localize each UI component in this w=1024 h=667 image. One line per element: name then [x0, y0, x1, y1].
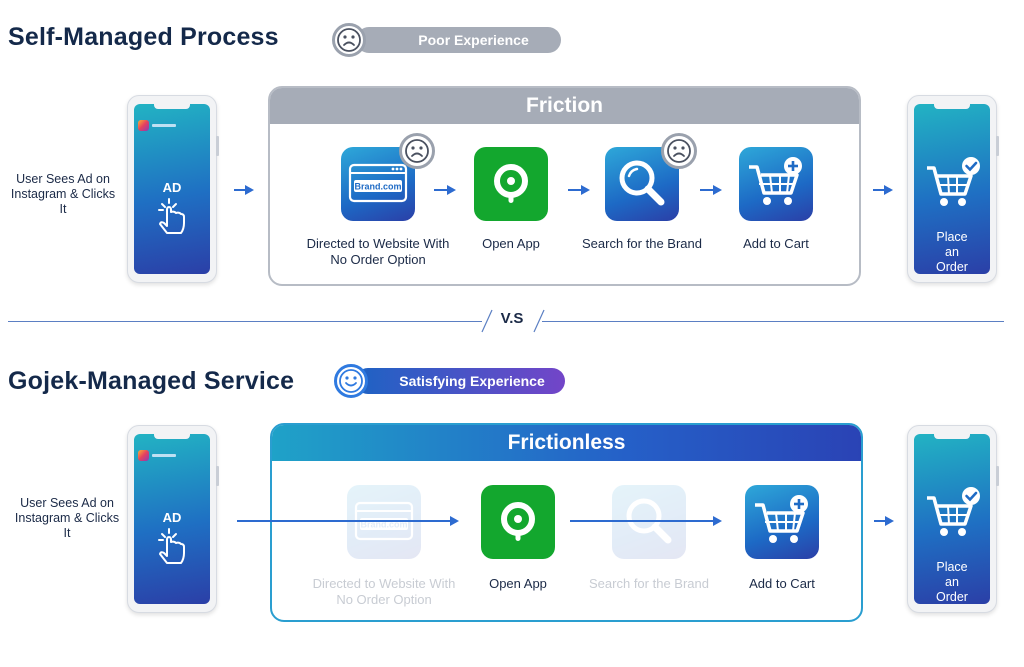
place-order-label: Place an Order	[936, 560, 968, 604]
arrow-1	[234, 185, 254, 195]
ad-label: AD	[162, 180, 182, 195]
satisfying-experience-label: Satisfying Experience	[399, 373, 545, 389]
brand-com-text: Brand.com	[354, 182, 401, 192]
friction-title: Friction	[270, 88, 859, 124]
step-search-label: Search for the Brand	[582, 236, 702, 251]
ad-phone: AD	[127, 425, 219, 613]
gojek-app-icon	[481, 485, 555, 559]
sad-badge-icon	[399, 133, 435, 169]
frictionless-title: Frictionless	[272, 425, 861, 461]
tap-hand-icon	[158, 198, 185, 234]
arrow-3	[568, 185, 590, 195]
user-sees-ad-label: User Sees Ad on Instagram & Clicks It	[10, 172, 116, 216]
arrow-2	[434, 185, 456, 195]
self-managed-title: Self-Managed Process	[8, 23, 279, 51]
step-open-app-label: Open App	[482, 236, 540, 251]
gojek-app-icon	[474, 147, 548, 221]
step-add-cart-label: Add to Cart	[749, 576, 815, 591]
vs-label: V.S	[500, 310, 524, 327]
step-website-label: Directed to Website With No Order Option	[312, 576, 456, 607]
step-add-cart-label: Add to Cart	[743, 236, 809, 251]
cart-check-icon	[927, 157, 980, 206]
arrow-4	[700, 185, 722, 195]
place-order-label: Place an Order	[936, 230, 968, 274]
sad-badge-icon	[661, 133, 697, 169]
ad-phone: AD	[127, 95, 219, 283]
skip-arrow-1	[237, 516, 459, 526]
order-phone: Place an Order	[907, 95, 999, 283]
divider-right	[542, 321, 1004, 322]
user-sees-ad-label: User Sees Ad on Instagram & Clicks It	[14, 496, 120, 540]
step-search-label: Search for the Brand	[589, 576, 709, 591]
ad-label: AD	[162, 510, 182, 525]
brand-com-text: Brand.com	[360, 520, 407, 530]
search-icon	[612, 485, 686, 559]
cart-add-icon	[739, 147, 813, 221]
satisfying-experience-badge: Satisfying Experience	[355, 368, 565, 394]
step-website-label: Directed to Website With No Order Option	[306, 236, 450, 267]
instagram-icon	[138, 120, 176, 131]
vs-slash-left	[481, 309, 493, 333]
arrow-5	[873, 185, 893, 195]
poor-experience-label: Poor Experience	[418, 32, 529, 48]
sad-face-icon	[332, 23, 366, 57]
poor-experience-badge: Poor Experience	[356, 27, 561, 53]
step-open-app-label: Open App	[489, 576, 547, 591]
arrow-final	[874, 516, 894, 526]
divider-left	[8, 321, 482, 322]
gojek-managed-title: Gojek-Managed Service	[8, 367, 295, 395]
cart-add-icon	[745, 485, 819, 559]
tap-hand-icon	[158, 528, 185, 564]
happy-face-icon	[334, 364, 368, 398]
order-phone: Place an Order	[907, 425, 999, 613]
frictionless-box: Frictionless	[270, 423, 863, 622]
cart-check-icon	[927, 487, 980, 536]
vs-slash-right	[533, 309, 545, 333]
instagram-icon	[138, 450, 176, 461]
skip-arrow-2	[570, 516, 722, 526]
